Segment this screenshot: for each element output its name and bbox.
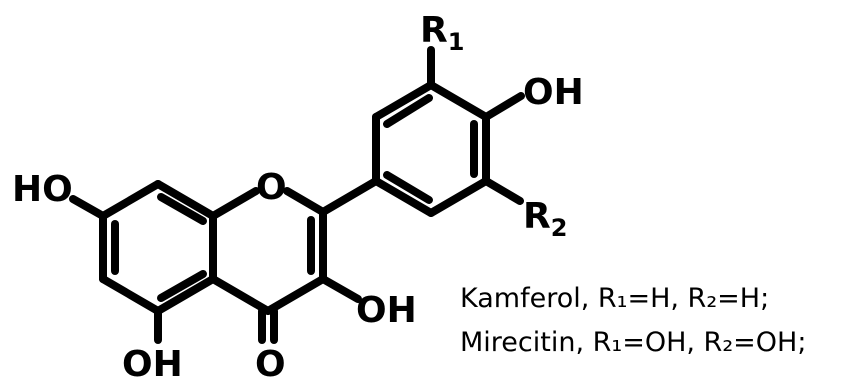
bond-c5p-r2	[482, 177, 524, 205]
bond-c5-c6	[99, 275, 162, 315]
atom-ho-c7: HO	[12, 169, 73, 210]
bond-c7-c8	[99, 180, 162, 220]
bonds	[69, 46, 525, 344]
bond-o1-c2	[283, 187, 327, 216]
atom-carbonyl-oxygen: O	[255, 344, 286, 383]
atom-r2-symbol: R	[523, 196, 551, 237]
atom-r2-label: R2	[523, 196, 567, 242]
bond-c7-o-hydroxyl	[69, 195, 107, 220]
bond-c4a-c5	[154, 275, 217, 315]
bond-c8-c8a-double	[157, 193, 207, 225]
legend-line-kamferol: Kamferol, R₁=H, R₂=H;	[460, 283, 769, 314]
bond-c3-o-hydroxyl	[319, 275, 362, 303]
bond-c4-c4a	[209, 275, 272, 315]
bond-c8-c8a	[154, 180, 217, 220]
bond-c2p-c3p-double	[383, 94, 433, 128]
bond-c6p-c1p	[372, 177, 435, 217]
bond-c2-c1prime	[319, 177, 380, 216]
atom-r1-label: R1	[420, 10, 464, 56]
atom-r1-symbol: R	[420, 10, 448, 51]
atom-labels: R1 OH R2 HO O OH OH O	[12, 10, 584, 383]
atom-oh-c4prime: OH	[523, 72, 584, 113]
bond-c8a-o1	[209, 187, 260, 220]
bond-c4p-o-hydroxyl	[482, 92, 525, 121]
atom-oh-c3: OH	[356, 290, 417, 331]
atom-oh-c5: OH	[122, 344, 183, 383]
bond-c6p-c1p-double	[383, 171, 433, 204]
bond-c5p-c6p	[427, 177, 490, 217]
atom-ring-oxygen: O	[256, 167, 287, 208]
bond-c3p-c4p	[427, 81, 490, 121]
atom-r2-index: 2	[551, 214, 568, 242]
atom-r1-index: 1	[448, 28, 465, 56]
bond-c4a-c5-double	[157, 270, 207, 302]
bond-c2p-c3p	[372, 81, 435, 121]
legend-line-mirecitin: Mirecitin, R₁=OH, R₂=OH;	[460, 327, 806, 358]
compound-legend: Kamferol, R₁=H, R₂=H; Mirecitin, R₁=OH, …	[460, 283, 806, 358]
bond-c3-c4	[264, 275, 327, 315]
